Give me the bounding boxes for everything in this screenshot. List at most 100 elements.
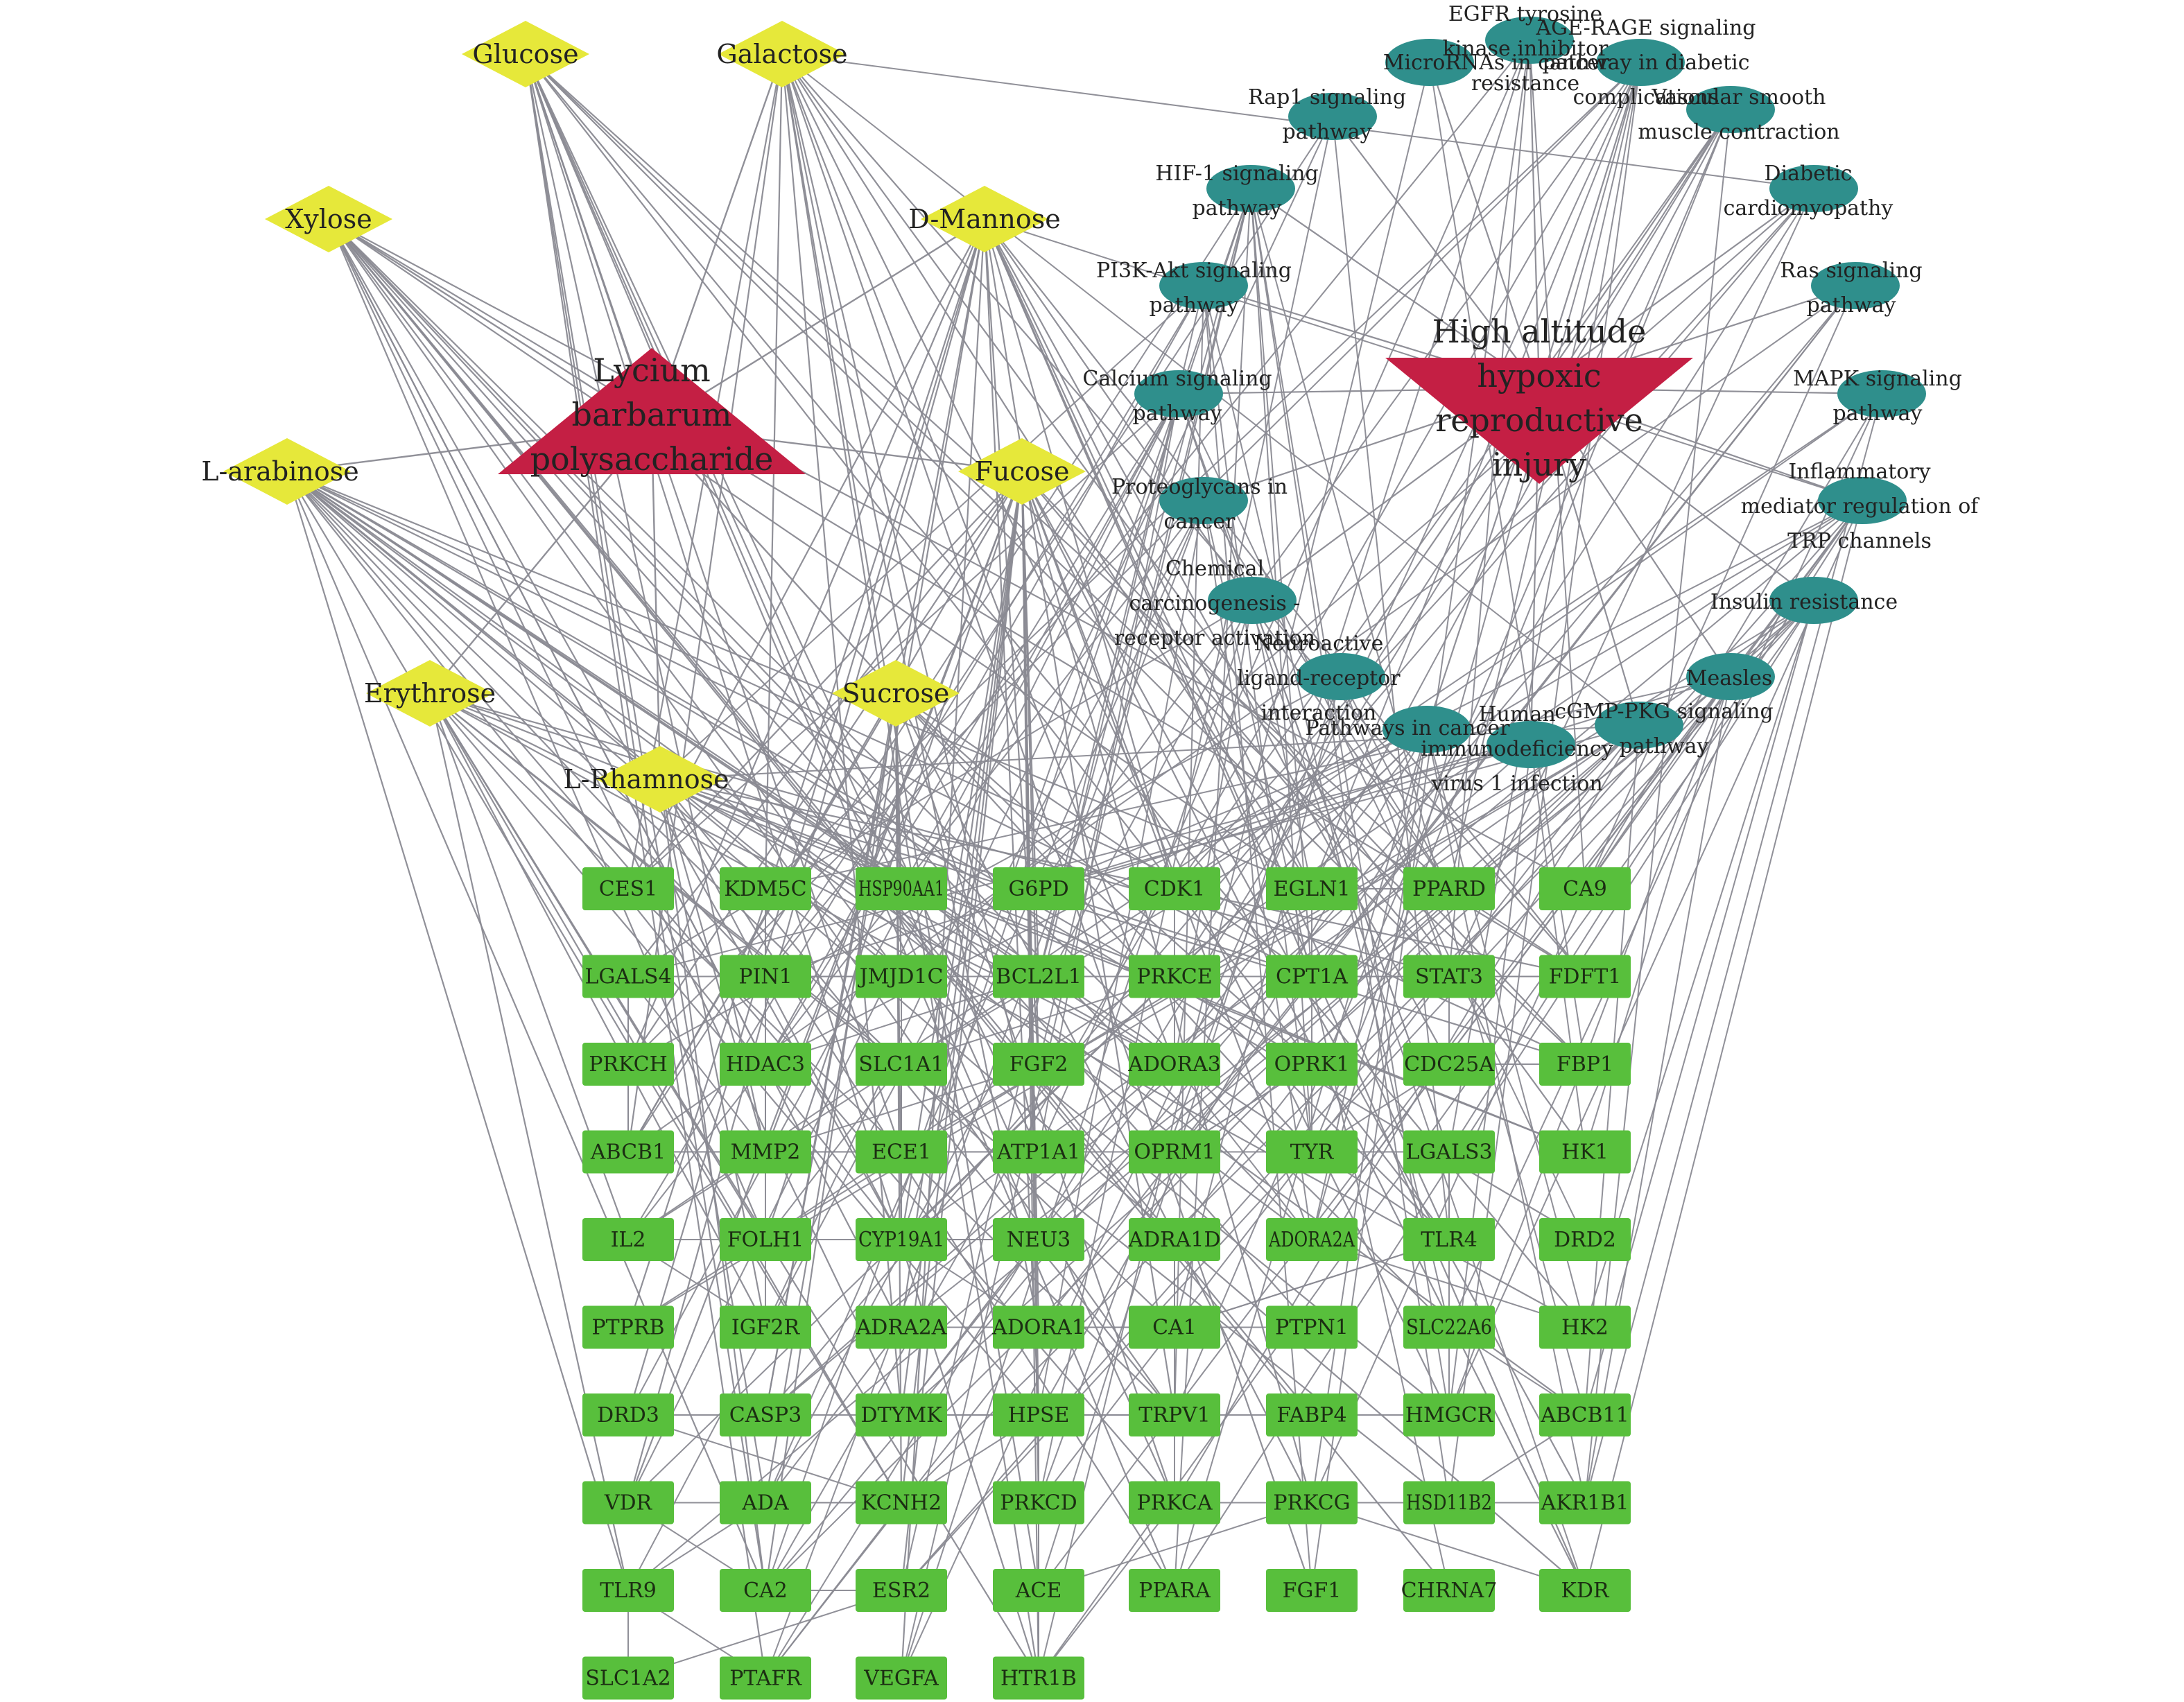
- gene-node-stat3[interactable]: STAT3: [1403, 955, 1495, 998]
- gene-node-neu3[interactable]: NEU3: [993, 1218, 1084, 1261]
- gene-node-adora3[interactable]: ADORA3: [1127, 1043, 1221, 1086]
- gene-node-ptpn1[interactable]: PTPN1: [1266, 1305, 1358, 1349]
- gene-node-cpt1a[interactable]: CPT1A: [1266, 955, 1358, 998]
- pathway-node-hiv[interactable]: [1487, 721, 1575, 768]
- gene-node-adra1d[interactable]: ADRA1D: [1127, 1218, 1221, 1261]
- gene-node-fgf1[interactable]: FGF1: [1266, 1569, 1358, 1612]
- gene-node-hk2[interactable]: HK2: [1539, 1305, 1631, 1349]
- gene-node-folh1[interactable]: FOLH1: [720, 1218, 811, 1261]
- gene-node-oprk1[interactable]: OPRK1: [1266, 1043, 1358, 1086]
- gene-node-drd2[interactable]: DRD2: [1539, 1218, 1631, 1261]
- sugar-node-glucose[interactable]: [462, 21, 589, 87]
- gene-node-ca9[interactable]: CA9: [1539, 867, 1631, 910]
- gene-node-adora2a[interactable]: ADORA2A: [1266, 1218, 1358, 1261]
- gene-node-ces1[interactable]: CES1: [582, 867, 674, 910]
- gene-node-egln1[interactable]: EGLN1: [1266, 867, 1358, 910]
- gene-node-adora1[interactable]: ADORA1: [991, 1305, 1085, 1349]
- pathway-node-proteo[interactable]: [1159, 477, 1248, 524]
- gene-node-cdk1[interactable]: CDK1: [1129, 867, 1220, 910]
- lycium-barbarum-polysaccharide-node[interactable]: [498, 348, 806, 474]
- sugar-node-larabinose[interactable]: [223, 438, 351, 505]
- gene-node-ca2[interactable]: CA2: [720, 1569, 811, 1612]
- gene-node-abcb1[interactable]: ABCB1: [582, 1130, 674, 1174]
- gene-node-hsp90aa1[interactable]: HSP90AA1: [856, 867, 947, 910]
- gene-node-akr1b1[interactable]: AKR1B1: [1539, 1481, 1631, 1525]
- gene-node-slc1a1[interactable]: SLC1A1: [856, 1043, 947, 1086]
- gene-node-kdm5c[interactable]: KDM5C: [720, 867, 811, 910]
- gene-node-ace[interactable]: ACE: [993, 1569, 1084, 1612]
- sugar-node-erythrose[interactable]: [366, 660, 494, 727]
- pathway-node-neuro[interactable]: [1297, 653, 1385, 700]
- gene-node-cyp19a1[interactable]: CYP19A1: [856, 1218, 947, 1261]
- gene-node-pin1[interactable]: PIN1: [720, 955, 811, 998]
- gene-node-trpv1[interactable]: TRPV1: [1129, 1393, 1220, 1436]
- gene-node-ppara[interactable]: PPARA: [1129, 1569, 1220, 1612]
- pathway-node-insulin[interactable]: [1769, 577, 1858, 624]
- gene-node-igf2r[interactable]: IGF2R: [720, 1305, 811, 1349]
- pathway-node-age[interactable]: [1596, 39, 1685, 86]
- gene-node-ptprb[interactable]: PTPRB: [582, 1305, 674, 1349]
- gene-node-slc22a6[interactable]: SLC22A6: [1403, 1305, 1495, 1349]
- gene-node-ada[interactable]: ADA: [720, 1481, 811, 1525]
- gene-node-kcnh2[interactable]: KCNH2: [856, 1481, 947, 1525]
- high-altitude-hypoxic-reproductive-injury-node[interactable]: [1385, 358, 1693, 484]
- gene-node-vdr[interactable]: VDR: [582, 1481, 674, 1525]
- pathway-node-chem[interactable]: [1208, 577, 1297, 624]
- gene-node-lgals4[interactable]: LGALS4: [582, 955, 674, 998]
- gene-node-prkcd[interactable]: PRKCD: [993, 1481, 1084, 1525]
- gene-node-prkca[interactable]: PRKCA: [1129, 1481, 1220, 1525]
- gene-node-tlr9[interactable]: TLR9: [582, 1569, 674, 1612]
- sugar-node-dmannose[interactable]: [921, 186, 1048, 252]
- gene-node-chrna7[interactable]: CHRNA7: [1401, 1569, 1498, 1612]
- gene-node-adra2a[interactable]: ADRA2A: [856, 1305, 947, 1349]
- gene-node-hdac3[interactable]: HDAC3: [720, 1043, 811, 1086]
- gene-node-abcb11[interactable]: ABCB11: [1539, 1393, 1631, 1436]
- gene-node-fbp1[interactable]: FBP1: [1539, 1043, 1631, 1086]
- gene-node-slc1a2[interactable]: SLC1A2: [582, 1656, 674, 1700]
- pathway-node-cgmp[interactable]: [1595, 702, 1683, 749]
- gene-node-kdr[interactable]: KDR: [1539, 1569, 1631, 1612]
- gene-node-bcl2l1[interactable]: BCL2L1: [993, 955, 1084, 998]
- sugar-node-galactose[interactable]: [718, 21, 846, 87]
- sugar-node-xylose[interactable]: [265, 186, 392, 252]
- gene-node-dtymk[interactable]: DTYMK: [856, 1393, 947, 1436]
- gene-node-jmjd1c[interactable]: JMJD1C: [856, 955, 947, 998]
- gene-node-fdft1[interactable]: FDFT1: [1539, 955, 1631, 998]
- gene-node-prkce[interactable]: PRKCE: [1129, 955, 1220, 998]
- gene-node-hk1[interactable]: HK1: [1539, 1130, 1631, 1174]
- gene-node-cdc25a[interactable]: CDC25A: [1403, 1043, 1495, 1086]
- gene-node-esr2[interactable]: ESR2: [856, 1569, 947, 1612]
- gene-node-oprm1[interactable]: OPRM1: [1129, 1130, 1220, 1174]
- gene-node-ece1[interactable]: ECE1: [856, 1130, 947, 1174]
- pathway-node-pic[interactable]: [1383, 706, 1471, 753]
- gene-node-ptafr[interactable]: PTAFR: [720, 1656, 811, 1700]
- pathway-node-mirna[interactable]: [1385, 39, 1474, 86]
- pathway-node-vsmc[interactable]: [1686, 86, 1775, 133]
- gene-node-prkcg[interactable]: PRKCG: [1266, 1481, 1358, 1525]
- pathway-node-inflam[interactable]: [1818, 477, 1907, 524]
- gene-node-lgals3[interactable]: LGALS3: [1403, 1130, 1495, 1174]
- gene-node-htr1b[interactable]: HTR1B: [993, 1656, 1084, 1700]
- gene-node-mmp2[interactable]: MMP2: [720, 1130, 811, 1174]
- pathway-node-pi3k[interactable]: [1159, 262, 1248, 309]
- sugar-node-lrhamnose[interactable]: [596, 746, 724, 813]
- gene-node-g6pd[interactable]: G6PD: [993, 867, 1084, 910]
- gene-node-tyr[interactable]: TYR: [1266, 1130, 1358, 1174]
- pathway-node-hif1[interactable]: [1206, 165, 1295, 212]
- sugar-node-sucrose[interactable]: [832, 660, 960, 727]
- gene-node-ppard[interactable]: PPARD: [1403, 867, 1495, 910]
- gene-node-hmgcr[interactable]: HMGCR: [1403, 1393, 1495, 1436]
- pathway-node-ras[interactable]: [1811, 262, 1900, 309]
- gene-node-atp1a1[interactable]: ATP1A1: [993, 1130, 1084, 1174]
- sugar-node-fucose[interactable]: [958, 438, 1086, 505]
- gene-node-fgf2[interactable]: FGF2: [993, 1043, 1084, 1086]
- gene-node-tlr4[interactable]: TLR4: [1403, 1218, 1495, 1261]
- gene-node-hsd11b2[interactable]: HSD11B2: [1403, 1481, 1495, 1525]
- gene-node-prkch[interactable]: PRKCH: [582, 1043, 674, 1086]
- pathway-node-measles[interactable]: [1686, 653, 1775, 700]
- gene-node-il2[interactable]: IL2: [582, 1218, 674, 1261]
- gene-node-vegfa[interactable]: VEGFA: [856, 1656, 947, 1700]
- gene-node-casp3[interactable]: CASP3: [720, 1393, 811, 1436]
- pathway-node-diab[interactable]: [1769, 165, 1858, 212]
- gene-node-drd3[interactable]: DRD3: [582, 1393, 674, 1436]
